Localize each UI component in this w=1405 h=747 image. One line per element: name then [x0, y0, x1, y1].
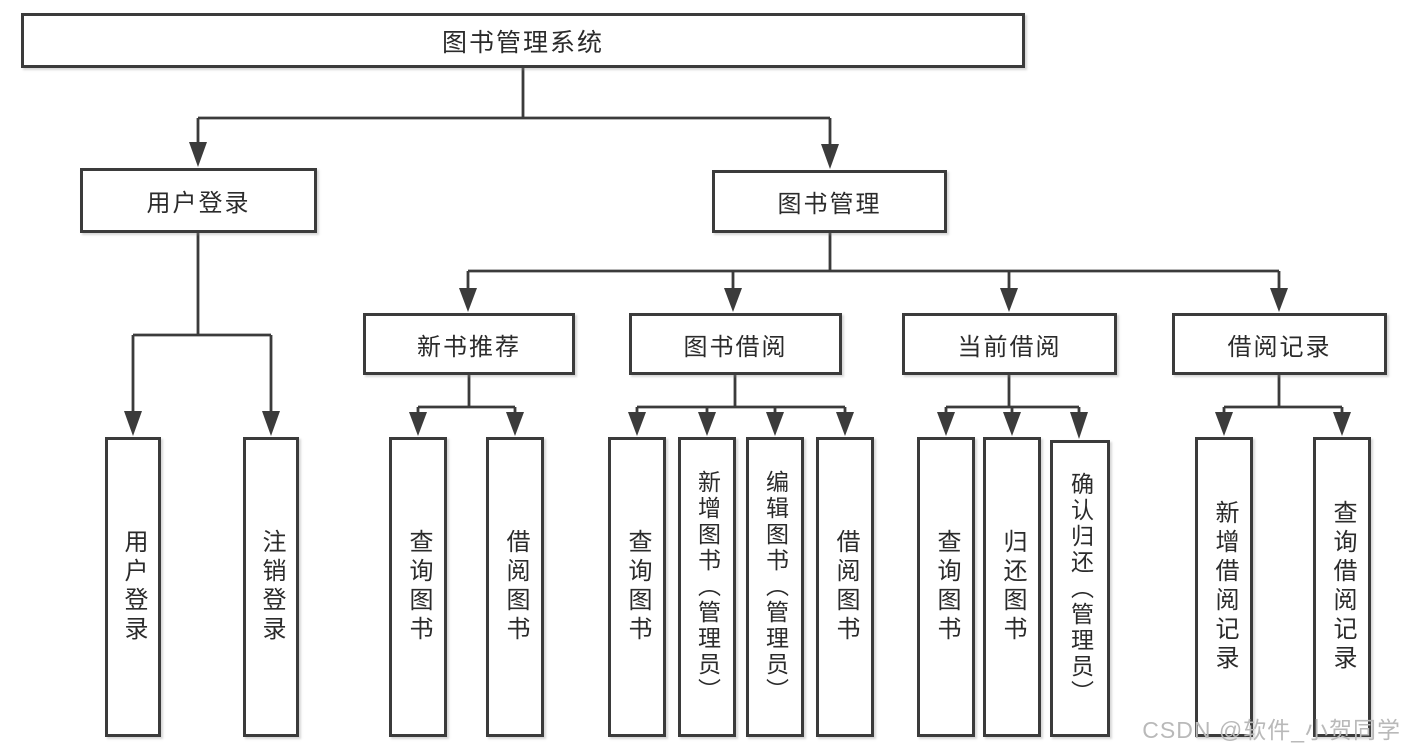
leaf-confirm-return-admin-label: 确认归还（管理员） [1067, 471, 1094, 706]
node-book-borrowing-label: 图书借阅 [683, 333, 788, 361]
leaf-edit-books-admin: 编辑图书（管理员） [746, 437, 804, 737]
leaf-borrow-books-recommend-label: 借阅图书 [502, 529, 529, 645]
node-borrowing-records: 借阅记录 [1172, 313, 1387, 375]
node-root-label: 图书管理系统 [441, 28, 604, 57]
leaf-logout-login-label: 注销登录 [258, 529, 285, 645]
leaf-add-borrow-record: 新增借阅记录 [1195, 437, 1253, 737]
leaf-borrow-books: 借阅图书 [816, 437, 874, 737]
leaf-user-login-label: 用户登录 [120, 529, 147, 645]
leaf-query-books-borrowing: 查询图书 [608, 437, 666, 737]
node-current-borrowing: 当前借阅 [902, 313, 1117, 375]
node-new-book-recommend-label: 新书推荐 [417, 333, 521, 361]
node-user-login-label: 用户登录 [146, 190, 251, 217]
leaf-query-borrow-record-label: 查询借阅记录 [1329, 500, 1356, 674]
leaf-logout-login: 注销登录 [243, 437, 299, 737]
node-borrowing-records-label: 借阅记录 [1227, 333, 1332, 361]
leaf-query-books-borrowing-label: 查询图书 [624, 529, 651, 645]
leaf-confirm-return-admin: 确认归还（管理员） [1050, 440, 1110, 737]
leaf-query-books-current-label: 查询图书 [933, 529, 960, 645]
node-book-borrowing: 图书借阅 [629, 313, 842, 375]
leaf-borrow-books-recommend: 借阅图书 [486, 437, 544, 737]
node-new-book-recommend: 新书推荐 [363, 313, 575, 375]
leaf-query-books-current: 查询图书 [917, 437, 975, 737]
leaf-query-books-recommend: 查询图书 [389, 437, 447, 737]
leaf-return-books: 归还图书 [983, 437, 1041, 737]
leaf-edit-books-admin-label: 编辑图书（管理员） [762, 470, 789, 704]
node-current-borrowing-label: 当前借阅 [957, 333, 1062, 361]
leaf-add-borrow-record-label: 新增借阅记录 [1211, 500, 1238, 674]
leaf-user-login: 用户登录 [105, 437, 161, 737]
leaf-return-books-label: 归还图书 [999, 529, 1026, 645]
leaf-add-books-admin-label: 新增图书（管理员） [694, 470, 721, 704]
node-book-management-label: 图书管理 [777, 191, 882, 218]
node-book-management: 图书管理 [712, 170, 947, 233]
leaf-query-books-recommend-label: 查询图书 [405, 529, 432, 645]
leaf-borrow-books-label: 借阅图书 [832, 529, 859, 645]
node-root: 图书管理系统 [21, 13, 1025, 68]
leaf-query-borrow-record: 查询借阅记录 [1313, 437, 1371, 737]
leaf-add-books-admin: 新增图书（管理员） [678, 437, 736, 737]
node-user-login: 用户登录 [80, 168, 317, 233]
csdn-watermark: CSDN @软件_小贺同学 [1142, 717, 1401, 743]
